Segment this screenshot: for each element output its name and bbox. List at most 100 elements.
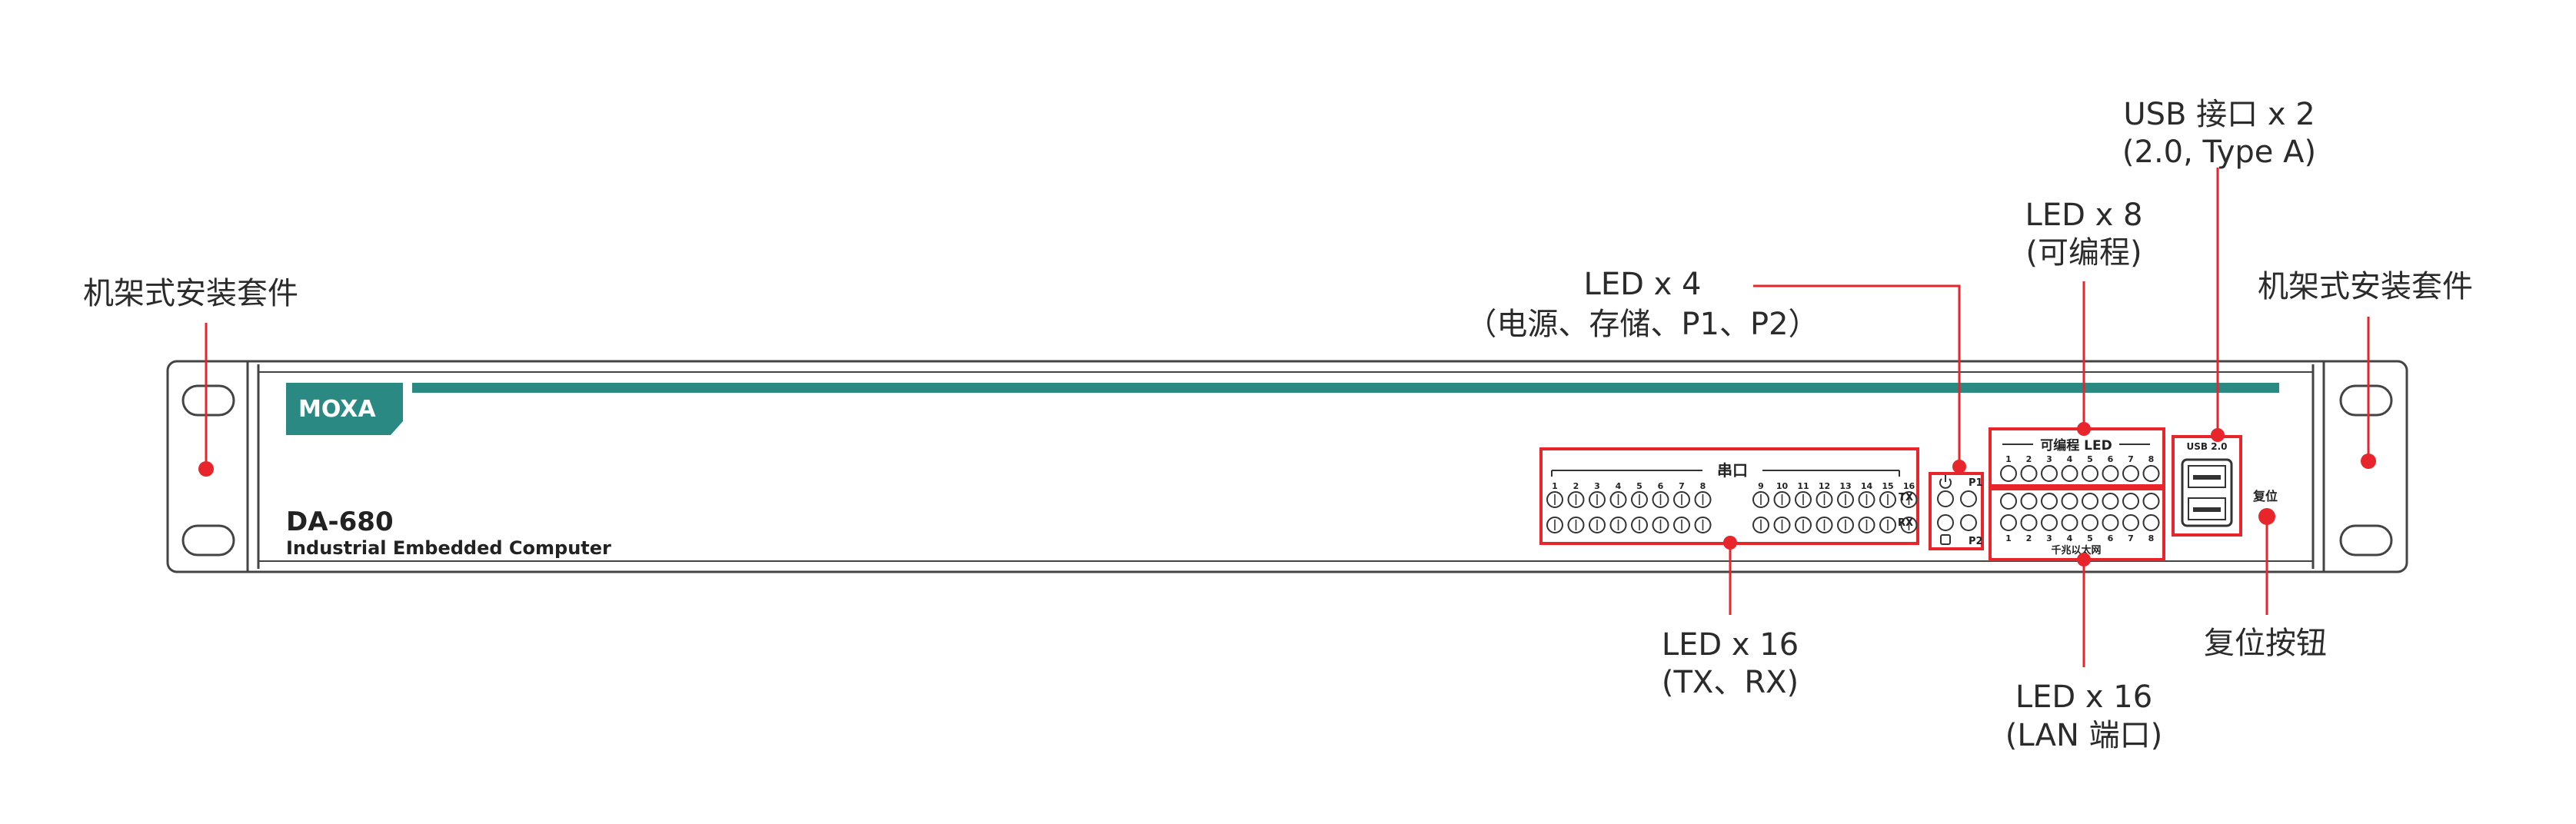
status-led-block: P1 P2: [1929, 472, 1984, 550]
lan-port-number: 2: [2026, 533, 2032, 543]
storage-icon: [1940, 534, 1951, 545]
serial-rx-led: [1546, 517, 1563, 533]
model-subtitle: Industrial Embedded Computer: [286, 537, 611, 559]
lan-link-led: [2041, 493, 2058, 510]
lan-port-number: 8: [2148, 533, 2155, 543]
serial-rx-led: [1816, 517, 1833, 533]
serial-tx-led: [1609, 491, 1627, 508]
serial-port-number: 9: [1758, 481, 1764, 491]
serial-tx-led: [1816, 491, 1833, 508]
serial-rx-led: [1673, 517, 1690, 533]
serial-port-number: 15: [1882, 481, 1893, 491]
programmable-led: [2142, 465, 2160, 482]
p1-led: [1960, 490, 1977, 507]
serial-port-number: 16: [1903, 481, 1915, 491]
p2-label: P2: [1969, 536, 1983, 547]
programmable-led-number: 6: [2108, 454, 2114, 464]
usb-label: USB 2.0: [2187, 441, 2228, 452]
serial-tx-led: [1837, 491, 1854, 508]
serial-port-number: 1: [1552, 481, 1558, 491]
lan-port-number: 5: [2087, 533, 2093, 543]
programmable-led-number: 5: [2087, 454, 2093, 464]
serial-tx-led: [1858, 491, 1875, 508]
callout-serial-line2: (TX、RX): [1662, 665, 1799, 700]
lan-activity-led: [2102, 514, 2119, 531]
reset-button[interactable]: [2258, 508, 2275, 525]
serial-rx-led: [1589, 517, 1606, 533]
usb-highlight: [2172, 435, 2242, 537]
lan-link-led: [2142, 493, 2160, 510]
serial-port-number: 2: [1573, 481, 1579, 491]
lan-port-number: 6: [2108, 533, 2114, 543]
serial-tx-led: [1673, 491, 1690, 508]
callout-dot-rack-left: [198, 461, 214, 477]
serial-port-number: 4: [1616, 481, 1622, 491]
lan-activity-led: [2061, 514, 2078, 531]
serial-tx-led: [1589, 491, 1606, 508]
serial-rx-led: [1631, 517, 1648, 533]
right-rack-ear: [2315, 360, 2408, 573]
lan-activity-led: [2041, 514, 2058, 531]
serial-rx-led: [1609, 517, 1627, 533]
lan-link-led: [2082, 493, 2098, 510]
usb-port-2[interactable]: [2188, 497, 2226, 520]
serial-port-number: 14: [1861, 481, 1873, 491]
lan-link-led: [2020, 493, 2038, 510]
programmable-led: [2102, 465, 2119, 482]
serial-port-number: 13: [1839, 481, 1851, 491]
programmable-led: [2000, 465, 2017, 482]
serial-rx-led: [1858, 517, 1875, 533]
serial-port-number: 12: [1819, 481, 1830, 491]
right-rack-hole-top: [2339, 384, 2393, 417]
serial-rx-led: [1567, 517, 1585, 533]
serial-tx-led: [1567, 491, 1585, 508]
p2-led: [1960, 514, 1977, 531]
serial-tx-led: [1879, 491, 1896, 508]
rx-label: RX: [1898, 517, 1913, 529]
serial-port-number: 7: [1679, 481, 1685, 491]
reset-panel-label: 复位: [2252, 489, 2278, 503]
callout-rack-right: 机架式安装套件: [2258, 269, 2473, 304]
lan-activity-led: [2122, 514, 2139, 531]
programmable-led-number: 2: [2026, 454, 2032, 464]
serial-rx-led: [1837, 517, 1854, 533]
callout-led4-line1: LED x 4: [1584, 267, 1702, 302]
moxa-logo: MOXA: [286, 383, 403, 435]
callout-dots: [198, 422, 2376, 566]
serial-label: 串口: [1717, 461, 1748, 480]
programmable-led: [2020, 465, 2038, 482]
serial-leds: [1546, 491, 1918, 533]
power-led: [1937, 490, 1954, 507]
programmable-led: [2082, 465, 2098, 482]
tx-label: TX: [1899, 492, 1913, 503]
power-icon: [1939, 475, 1952, 489]
logo-text: MOXA: [298, 396, 376, 423]
serial-tx-led: [1752, 491, 1769, 508]
lan-leds: [2000, 493, 2160, 531]
lan-port-number: 4: [2067, 533, 2073, 543]
lan-activity-led: [2000, 514, 2017, 531]
callout-dot-lan: [2077, 553, 2091, 566]
lan-port-number: 1: [2005, 533, 2012, 543]
callout-serial-line1: LED x 16: [1662, 627, 1799, 663]
serial-tx-led: [1546, 491, 1563, 508]
callout-usb-line2: (2.0, Type A): [2122, 135, 2316, 170]
usb-port-1[interactable]: [2188, 465, 2226, 488]
left-rack-hole-bottom: [181, 524, 235, 557]
callout-dot-rack-right: [2361, 454, 2376, 469]
main-body: [246, 360, 2325, 573]
callout-lan-line2: (LAN 端口): [2005, 718, 2162, 753]
lan-activity-led: [2082, 514, 2098, 531]
usb-block: USB 2.0: [2172, 435, 2242, 537]
serial-tx-led: [1631, 491, 1648, 508]
lan-link-led: [2102, 493, 2119, 510]
serial-tx-led: [1773, 491, 1791, 508]
serial-rx-led: [1900, 517, 1918, 533]
chassis: [166, 360, 2408, 573]
usb-port-2-tongue: [2193, 507, 2221, 512]
programmable-led-number: 4: [2067, 454, 2073, 464]
serial-rx-led: [1694, 517, 1712, 533]
